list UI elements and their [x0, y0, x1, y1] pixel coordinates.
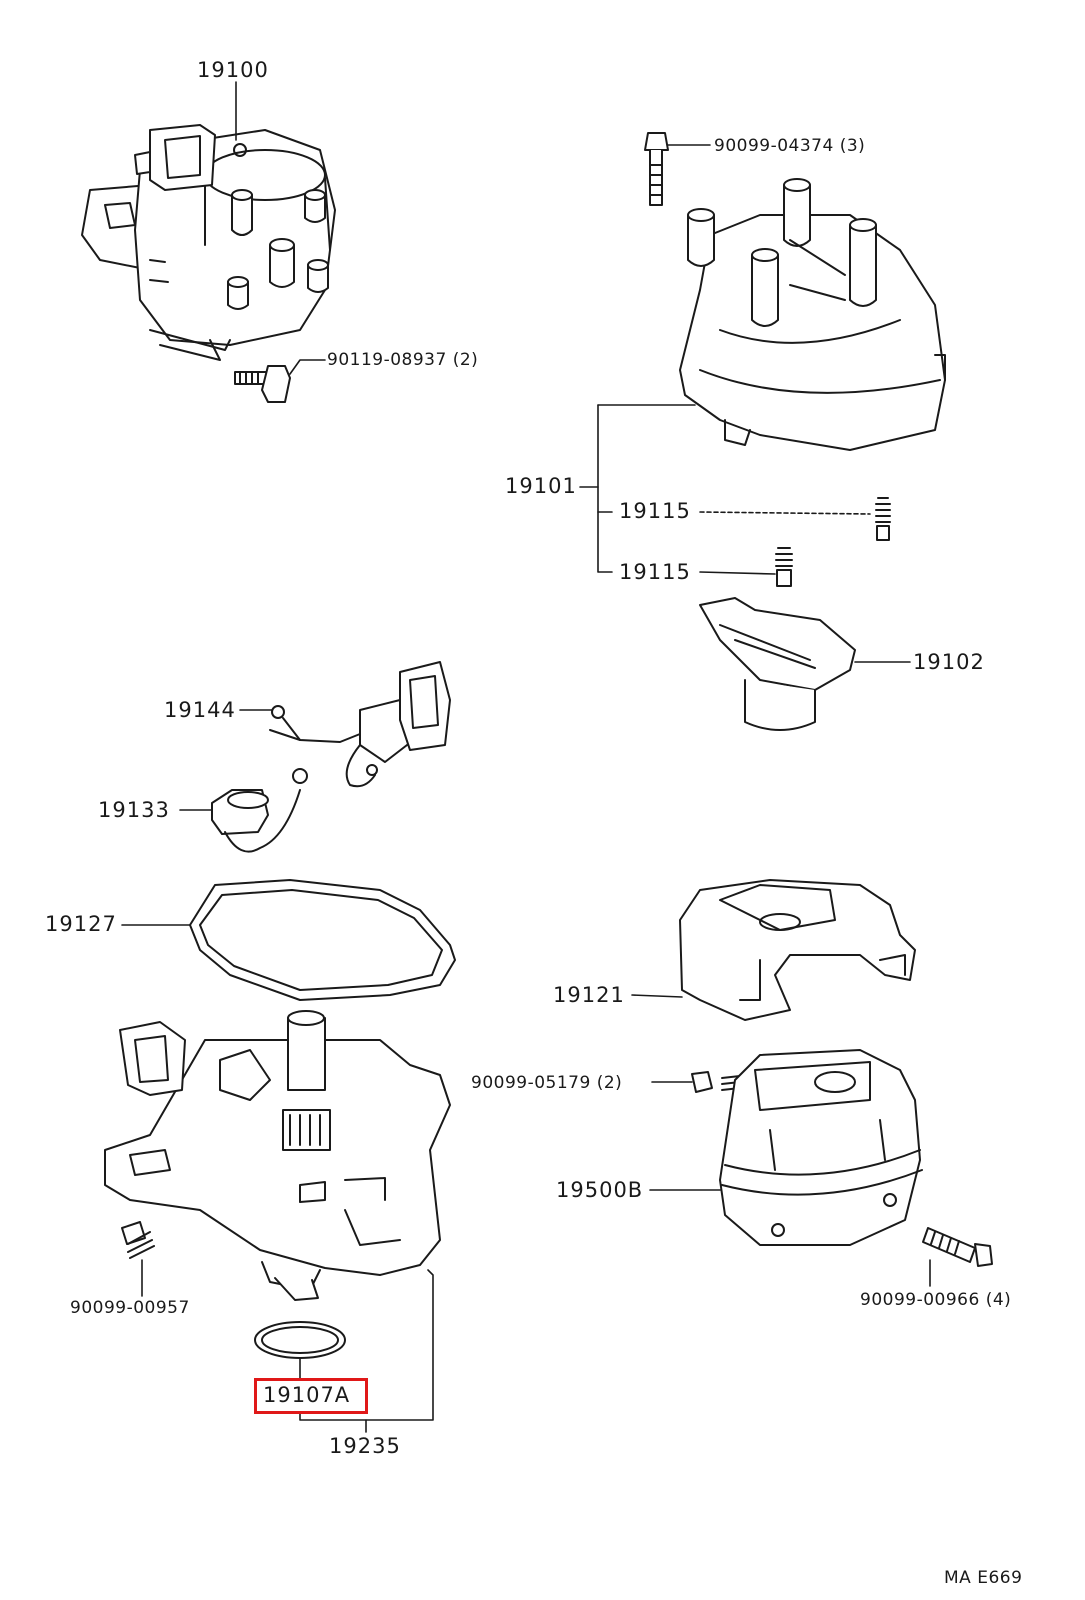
o-ring-illustration: [254, 1321, 346, 1359]
bolt-90099-00966-illustration: [922, 1227, 993, 1267]
igniter-housing-illustration: [719, 1049, 923, 1246]
label-90099-00966: 90099-00966 (4): [860, 1290, 1012, 1310]
label-19101: 19101: [505, 474, 577, 498]
label-19102: 19102: [913, 650, 985, 674]
bolt-90099-00957-illustration: [121, 1221, 155, 1259]
bolt-90119-08937-illustration: [234, 365, 291, 403]
distributor-cap-illustration: [679, 178, 946, 451]
screw-90099-05179-illustration: [691, 1071, 741, 1093]
carbon-spring-illustration: [775, 497, 891, 587]
label-19127: 19127: [45, 912, 117, 936]
label-19115-upper: 19115: [619, 499, 691, 523]
label-19133: 19133: [98, 798, 170, 822]
housing-cover-illustration: [679, 879, 916, 1021]
label-19107A: 19107A: [263, 1383, 351, 1407]
distributor-housing-illustration: [104, 1010, 451, 1301]
label-19235: 19235: [329, 1434, 401, 1458]
rotor-illustration: [699, 597, 856, 731]
label-19121: 19121: [553, 983, 625, 1007]
distributor-assembly-illustration: [81, 124, 336, 361]
label-19144: 19144: [164, 698, 236, 722]
label-90099-00957: 90099-00957: [70, 1298, 190, 1318]
gasket-illustration: [189, 879, 456, 1001]
bolt-90099-04374-illustration: [644, 132, 669, 206]
diagram-code: MA E669: [944, 1568, 1023, 1588]
label-90099-05179: 90099-05179 (2): [471, 1073, 623, 1093]
label-19115-lower: 19115: [619, 560, 691, 584]
highlight-box: [254, 1378, 368, 1414]
leader-lines: [121, 81, 931, 1433]
sensor-illustration: [211, 768, 308, 853]
label-19100: 19100: [197, 58, 269, 82]
label-19500B: 19500B: [556, 1178, 644, 1202]
label-90119-08937: 90119-08937 (2): [327, 350, 479, 370]
label-90099-04374: 90099-04374 (3): [714, 136, 866, 156]
wire-harness-illustration: [269, 661, 451, 788]
